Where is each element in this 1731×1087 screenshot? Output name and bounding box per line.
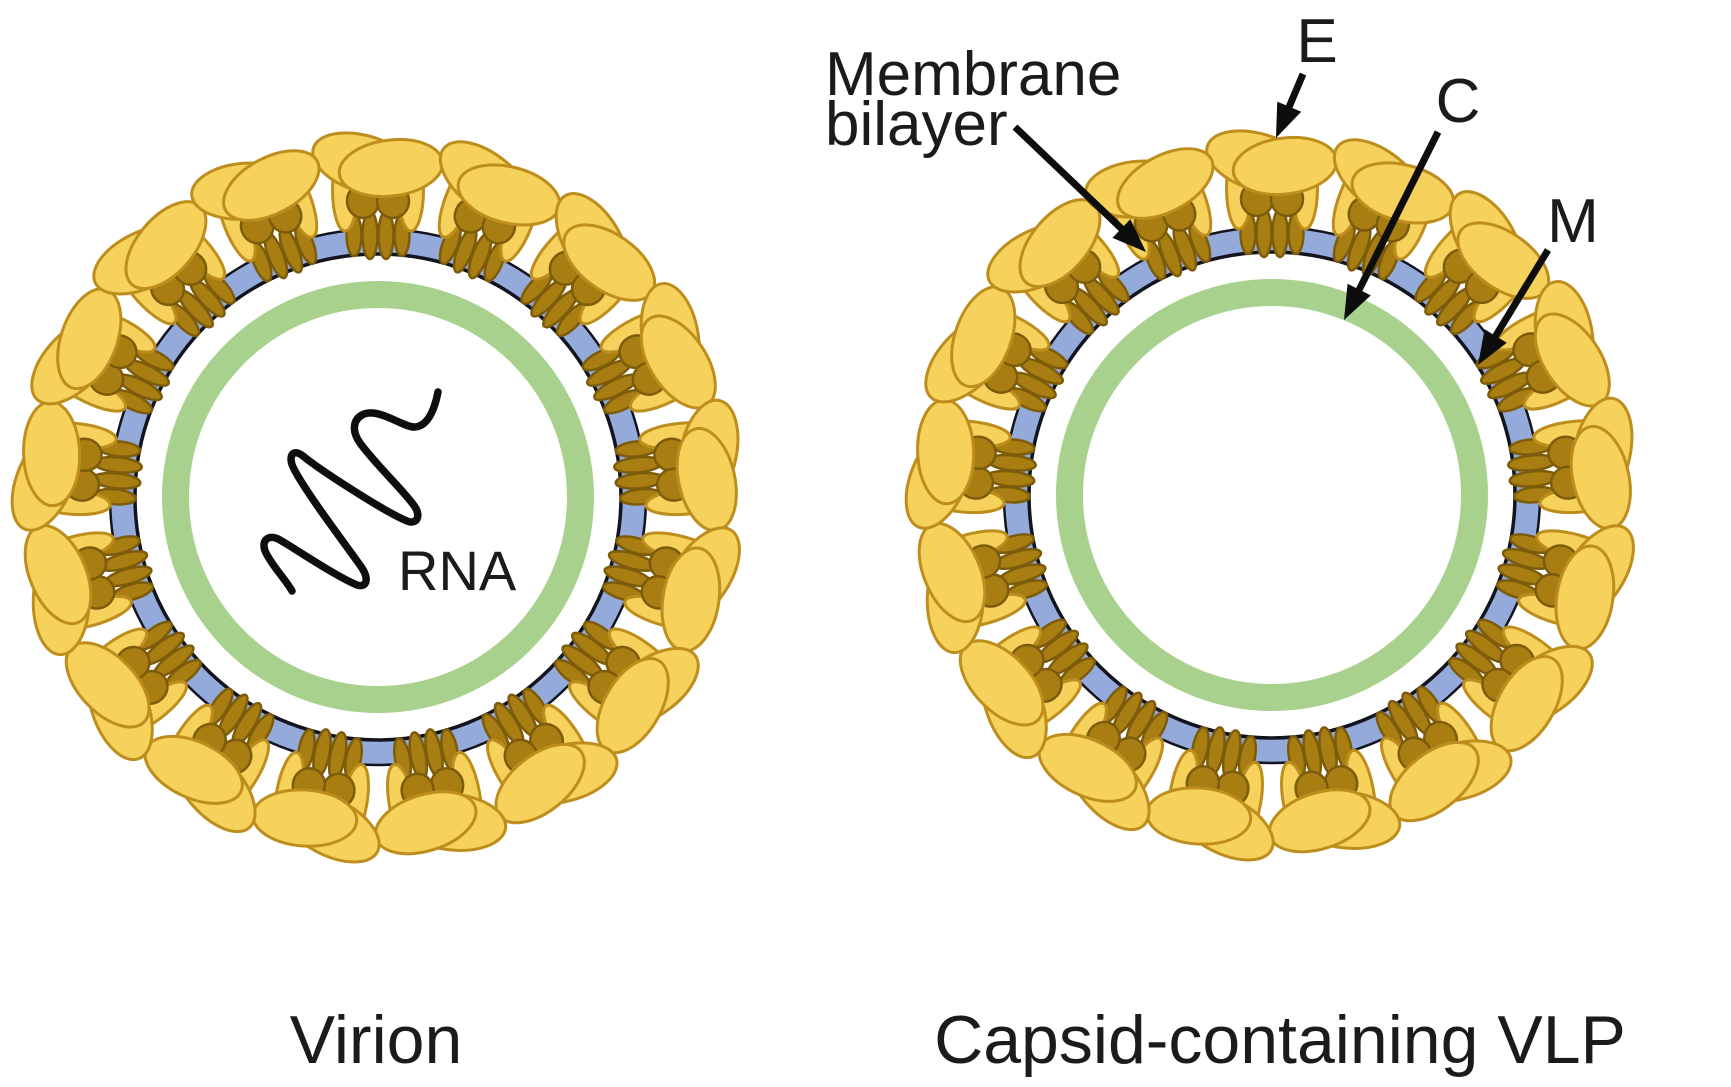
label-envelope-protein: E <box>1296 7 1337 76</box>
capsid-vlp-diagram <box>904 129 1635 862</box>
arrow-head <box>1478 329 1507 365</box>
envelope-protein-spike <box>143 687 275 834</box>
envelope-protein-spike <box>917 521 1049 655</box>
e-protein-cap <box>222 149 321 222</box>
rna-label: RNA <box>398 539 517 602</box>
envelope-protein-spike <box>251 728 381 864</box>
envelope-protein-spike <box>986 198 1130 336</box>
envelope-protein-spike <box>612 398 740 533</box>
captions-layer: Virion Capsid-containing VLP <box>290 1002 1626 1078</box>
envelope-protein-spike <box>1037 685 1169 832</box>
arrow-envelope-protein <box>1276 72 1307 138</box>
label-line: M <box>1547 187 1599 256</box>
envelope-protein-spike <box>1084 147 1215 281</box>
envelope-protein-spike <box>924 285 1069 413</box>
envelope-protein-spike <box>1448 618 1594 753</box>
particles-layer <box>10 129 1635 864</box>
label-capsid-protein: C <box>1436 67 1481 136</box>
label-line: bilayer <box>825 90 1008 159</box>
envelope-protein-spike <box>64 620 202 762</box>
caption-capsid-vlp: Capsid-containing VLP <box>934 1002 1626 1078</box>
caption-virion: Virion <box>290 1002 463 1078</box>
virion-diagram <box>10 131 741 864</box>
envelope-protein-spike <box>1475 279 1611 413</box>
capsid-ring <box>162 281 594 713</box>
arrow-capsid-protein <box>1344 130 1442 320</box>
label-line: E <box>1296 7 1337 76</box>
envelope-protein-spike <box>554 620 700 755</box>
arrow-line <box>1012 124 1129 236</box>
arrow-head <box>1344 283 1371 320</box>
label-membrane-protein: M <box>1547 187 1599 256</box>
envelope-protein-spike <box>311 131 445 261</box>
envelope-protein-spike <box>1375 685 1513 823</box>
envelope-protein-spike <box>581 281 717 415</box>
arrow-head <box>1112 219 1146 252</box>
envelope-protein-spike <box>1495 524 1635 651</box>
arrow-line <box>1283 72 1307 114</box>
rna-layer: RNA <box>260 388 517 602</box>
arrow-line <box>1489 248 1551 343</box>
envelope-protein-spike <box>601 526 741 653</box>
label-line: Membrane <box>825 40 1121 109</box>
envelope-protein-spike <box>520 192 657 338</box>
arrow-line <box>1353 130 1442 297</box>
capsid-ring <box>1056 279 1488 711</box>
envelope-protein-spike <box>904 398 1038 530</box>
envelope-protein-spike <box>481 687 619 825</box>
envelope-protein-spike <box>958 618 1096 760</box>
envelope-protein-spike <box>30 287 175 415</box>
envelope-protein-spike <box>437 140 562 283</box>
envelope-protein-spike <box>373 728 508 856</box>
arrow-membrane-protein <box>1478 248 1551 365</box>
rna-strand <box>260 388 442 595</box>
envelope-protein-spike <box>1205 129 1339 259</box>
envelope-protein-spike <box>92 200 236 338</box>
label-line: C <box>1436 67 1481 136</box>
arrow-membrane-bilayer <box>1012 124 1146 252</box>
envelope-protein-spike <box>190 149 321 283</box>
envelope-protein-spike <box>1267 726 1402 854</box>
e-protein-cap <box>1116 147 1215 220</box>
envelope-protein-spike <box>23 523 155 657</box>
arrow-head <box>1276 101 1302 138</box>
